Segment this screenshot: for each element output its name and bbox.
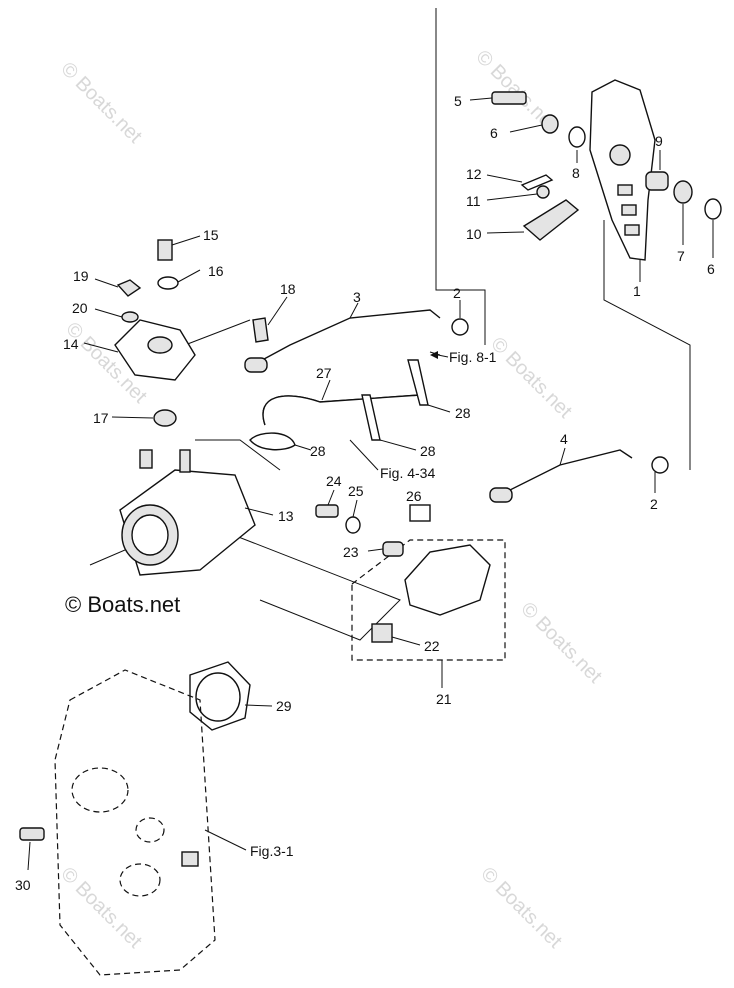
callout-20: 20: [72, 300, 88, 316]
frame-line: [435, 8, 486, 345]
callout-9: 9: [655, 133, 663, 149]
callout-25: 25: [348, 483, 364, 499]
callout-18: 18: [280, 281, 296, 297]
bushing-9: [645, 171, 669, 191]
callout-10: 10: [466, 226, 482, 242]
collar-23: [382, 541, 404, 557]
callout-3: 3: [353, 289, 361, 305]
throttle-body: [119, 449, 256, 576]
collar-7: [673, 180, 693, 204]
callout-7: 7: [677, 248, 685, 264]
nut-19: [116, 279, 142, 297]
pad-26: [409, 504, 431, 522]
callout-30: 30: [15, 877, 31, 893]
watermark-main: © Boats.net: [65, 592, 180, 617]
callout-27: 27: [316, 365, 332, 381]
callout-21: 21: [436, 691, 452, 707]
callout-15: 15: [203, 227, 219, 243]
ref-fig-4-34: Fig. 4-34: [380, 465, 435, 481]
clamp-28: [249, 432, 296, 451]
nipple: [139, 449, 153, 469]
washer-25: [345, 516, 361, 534]
watermark: © Boats.net: [56, 58, 146, 148]
watermark: © Boats.net: [476, 863, 566, 953]
clamp-28c: [407, 359, 429, 406]
callout-2: 2: [453, 285, 461, 301]
rod-3: [252, 309, 441, 366]
rod-end: [489, 487, 513, 503]
callout-13: 13: [278, 508, 294, 524]
callout-11: 11: [466, 193, 481, 209]
callout-4: 4: [560, 431, 568, 447]
callout-22: 22: [424, 638, 440, 654]
callout-8: 8: [572, 165, 580, 181]
clip-2: [451, 318, 469, 336]
callout-labels: 1 2 2 3 4 5 6 6 7 8 9 10 11 12 13 14 15 …: [15, 93, 715, 893]
callout-1: 1: [633, 283, 641, 299]
callout-26: 26: [406, 488, 422, 504]
callout-29: 29: [276, 698, 292, 714]
callout-14: 14: [63, 336, 79, 352]
callout-12: 12: [466, 166, 482, 182]
hose-assembly: [249, 359, 429, 451]
nipple: [179, 449, 191, 473]
boss: [181, 851, 199, 867]
gasket-29: [189, 661, 251, 731]
callout-2: 2: [650, 496, 658, 512]
screw-24: [315, 504, 339, 518]
frame-line: [603, 220, 691, 470]
callout-28: 28: [420, 443, 436, 459]
clip-12: [520, 174, 554, 191]
bolt-15: [157, 239, 173, 261]
washer-11: [536, 185, 550, 199]
callout-28: 28: [310, 443, 326, 459]
watermark: © Boats.net: [486, 333, 576, 423]
callout-23: 23: [343, 544, 359, 560]
callout-28: 28: [455, 405, 471, 421]
small-parts-upper: [491, 91, 722, 241]
control-lever-arm: [589, 79, 656, 261]
callout-6: 6: [707, 261, 715, 277]
ref-fig-8-1: Fig. 8-1: [449, 349, 497, 365]
rod-4: [499, 449, 633, 496]
callout-24: 24: [326, 473, 342, 489]
washer-6: [541, 114, 559, 134]
arrow-icon: [430, 351, 438, 359]
bolt-30: [19, 827, 45, 841]
frame-line: [184, 319, 251, 346]
washer-6b: [704, 198, 722, 220]
figure-references: Fig. 8-1 Fig. 4-34 Fig.3-1: [250, 349, 497, 859]
link-parts: [315, 504, 491, 643]
block-22: [371, 623, 393, 643]
bracket-14: [114, 239, 196, 427]
rod-end: [244, 357, 268, 373]
callout-19: 19: [73, 268, 89, 284]
washer-20: [121, 311, 139, 323]
ref-fig-3-1: Fig.3-1: [250, 843, 294, 859]
callout-6: 6: [490, 125, 498, 141]
grommet-17: [153, 409, 177, 427]
callout-17: 17: [93, 410, 109, 426]
frame-line: [195, 439, 281, 471]
rod-10: [522, 199, 580, 241]
link-21: [404, 544, 491, 616]
clip-2b: [651, 456, 669, 474]
leader-lines: [27, 97, 714, 871]
bolt-5: [491, 91, 527, 105]
bushing-8: [568, 126, 586, 148]
callout-5: 5: [454, 93, 462, 109]
washer-16: [157, 276, 179, 290]
callout-16: 16: [208, 263, 224, 279]
watermark: © Boats.net: [56, 863, 146, 953]
stud-18: [252, 317, 269, 343]
intake-manifold: [19, 669, 216, 976]
watermark: © Boats.net: [516, 598, 606, 688]
